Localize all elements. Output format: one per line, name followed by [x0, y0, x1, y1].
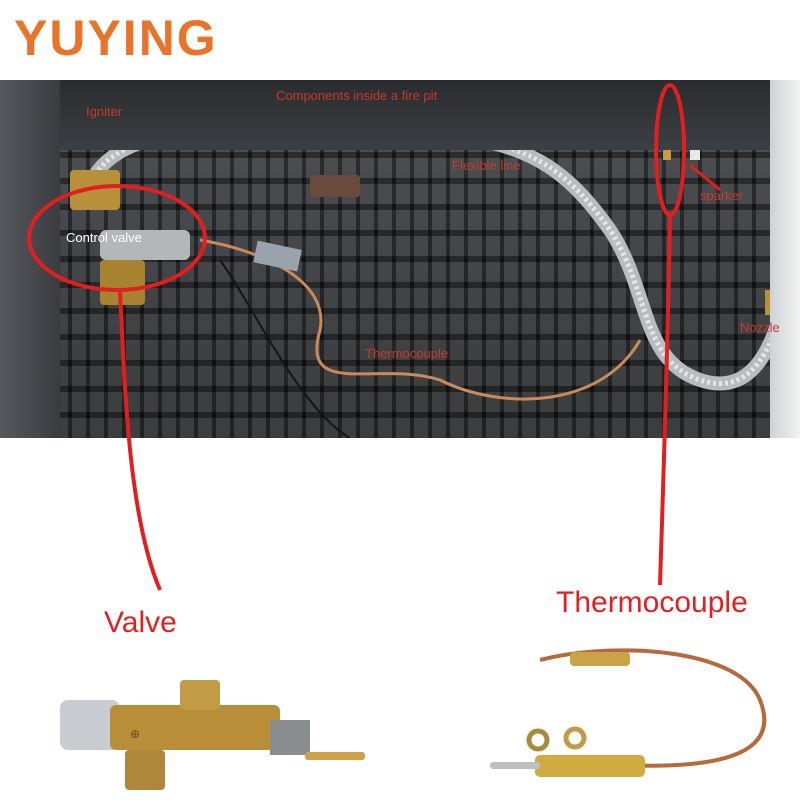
valve-brass-bottom — [100, 260, 145, 305]
thermocouple-callout-line — [658, 214, 672, 586]
fire-pit-photo: Components inside a fire pit Igniter Fle… — [0, 80, 800, 438]
brand-logo: YUYING — [14, 10, 218, 66]
thermocouple-nut-2 — [563, 726, 587, 750]
flexible-line-label: Flexible line — [452, 158, 521, 173]
valve-product-bottom-port — [125, 750, 165, 790]
photo-top-shadow — [0, 80, 800, 150]
black-wire — [219, 259, 351, 438]
thermocouple-product-probe — [490, 762, 540, 769]
valve-body — [100, 230, 190, 260]
valve-callout-circle — [27, 184, 207, 292]
thermocouple-photo-label: Thermocouple — [365, 346, 449, 361]
thermocouple-product-connector — [570, 652, 630, 666]
photo-left-frame — [0, 80, 60, 438]
control-valve-label: Control valve — [66, 230, 142, 245]
thermocouple-callout-label: Thermocouple — [556, 586, 748, 619]
photo-right-frame — [770, 80, 800, 438]
thermocouple-wire — [199, 238, 642, 401]
brown-block — [310, 175, 360, 197]
thermocouple-nut-1 — [526, 728, 550, 752]
nozzle-label: Nozzle — [740, 320, 780, 335]
valve-product-engraving: ⊕ — [130, 727, 140, 741]
thermocouple-product-wire — [539, 648, 767, 768]
valve-product-top-port — [180, 680, 220, 710]
valve-product-image: ⊕ — [60, 680, 365, 790]
valve-callout-label: Valve — [104, 606, 177, 639]
wire-tag — [253, 240, 302, 272]
valve-product-nut — [270, 720, 310, 755]
thermocouple-product-image — [490, 648, 767, 777]
thermocouple-callout-circle — [654, 83, 686, 217]
valve-knob — [60, 700, 120, 750]
valve-brass-top — [70, 170, 120, 210]
photo-title-label: Components inside a fire pit — [276, 88, 438, 103]
valve-product-stem — [305, 752, 365, 760]
igniter-label: Igniter — [86, 104, 123, 119]
sparker-callout-line — [689, 163, 721, 192]
sparker-label: sparker — [700, 188, 744, 203]
valve-callout-line — [118, 289, 162, 591]
valve-product-body — [110, 705, 280, 750]
thermocouple-product-threaded-body — [535, 755, 645, 777]
